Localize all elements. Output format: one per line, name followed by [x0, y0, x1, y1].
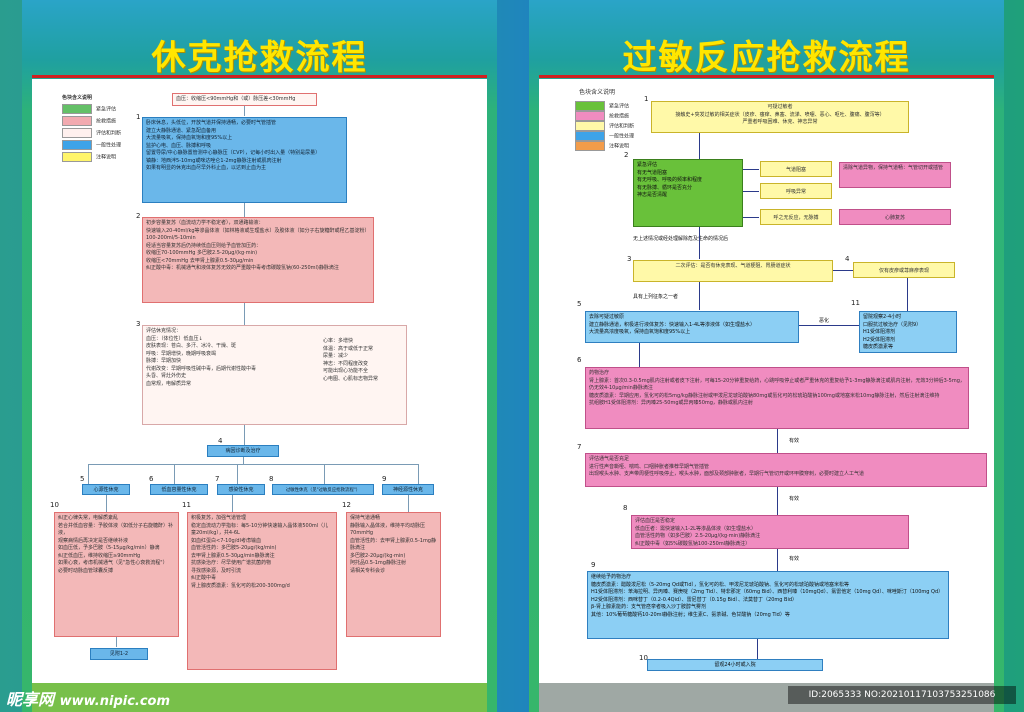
right-step-number-5: 5	[577, 300, 582, 308]
right-box5: 去除可疑过敏原建立静脉通道，积极进行液体复苏：快速输入1-4L等渗液体（如生理盐…	[585, 311, 799, 343]
right-breathing-abnormal: 呼吸异常	[760, 183, 832, 199]
left-legend-item-1: 抢救措施	[62, 116, 116, 126]
left-legend-item-0: 紧急评估	[62, 104, 116, 114]
right-box1: 可疑过敏者接触史+突发过敏的相关症状（皮疹、瘙痒、鼻塞、流涕、喷嚏、恶心、呕吐、…	[651, 101, 909, 133]
left-bottom-bar	[32, 683, 487, 712]
left-panel: 休克抢救流程 色块含义说明 紧急评估 抢救措施 评估和判断 一般性处理 注释说明…	[22, 0, 497, 712]
left-legend-title: 色块含义说明	[62, 95, 93, 101]
right-step-number-6: 6	[577, 356, 582, 364]
left-step-number-6: 6	[149, 475, 154, 483]
left-step-number-8: 8	[269, 475, 274, 483]
left-type-septic: 感染性休克	[217, 484, 265, 495]
right-box2-assessment: 紧急评估有无气道阻塞有无呼吸、呼吸的频率和程度有无脉搏、循环是否充分神志是否清醒	[633, 159, 743, 227]
left-type-hypovolemic: 低血容量性休克	[150, 484, 208, 495]
left-step-number-3: 3	[136, 320, 141, 328]
right-step-number-9: 9	[591, 561, 596, 569]
right-cpr: 心肺复苏	[839, 209, 951, 225]
right-step-number-7: 7	[577, 443, 582, 451]
right-box4-rash-only: 仅有皮疹或荨麻疹表现	[853, 262, 955, 278]
left-step-number-2: 2	[136, 212, 141, 220]
left-step-number-10: 10	[50, 501, 59, 509]
right-legend-title: 色块含义说明	[579, 89, 616, 96]
right-airway-action: 清除气道异物，保持气道畅：气管切开或插管	[839, 162, 951, 188]
right-no-pulse: 呼之无反应，无脉搏	[760, 209, 832, 225]
id-tag: ID:2065333 NO:20210117103753251086	[788, 686, 1016, 704]
left-step3-box: 评估休克情况： 血压：（体位性）低血压↓皮肤表现：苍白、多汗、冰冷、干燥、斑呼吸…	[142, 325, 407, 425]
right-box10-admission: 留观24小时或入院	[647, 659, 823, 671]
left-title: 休克抢救流程	[151, 38, 368, 78]
right-worse-label: 恶化	[819, 318, 830, 324]
right-sheet: 色块含义说明 紧急评估 抢救措施 评估和判断 一般性处理 注释说明 1 可疑过敏…	[539, 79, 994, 683]
left-legend-item-4: 注释说明	[62, 152, 116, 162]
right-box3-secondary-assessment: 二次评估：是否有休克表现、气道梗阻、胃肠道症状	[633, 260, 833, 282]
right-legend-item-1: 抢救措施	[575, 111, 629, 121]
right-step-number-2: 2	[624, 151, 629, 159]
left-legend-item-3: 一般性处理	[62, 140, 121, 150]
left-step-number-9: 9	[382, 475, 387, 483]
left-legend-item-2: 评估和判断	[62, 128, 121, 138]
left-type-neurogenic: 神经源性休克	[382, 484, 434, 495]
right-legend-item-4: 注释说明	[575, 141, 629, 151]
right-bottom-bar	[539, 683, 994, 712]
right-step-number-1: 1	[644, 95, 649, 103]
left-step1-box: 卧床休息，头低位，开放气道并保持通畅，必要时气管插管建立大静脉通道、紧急配血备用…	[142, 117, 347, 203]
left-step-number-5: 5	[80, 475, 85, 483]
right-effective-label-2: 有效	[789, 496, 800, 502]
right-legend-item-3: 一般性处理	[575, 131, 634, 141]
right-legend-item-2: 评估和判断	[575, 121, 634, 131]
right-box9-continued-drugs: 继续给予药物治疗糖皮质激素：醋酸泼尼松（5-20mg Qd或Tid），氢化可的松…	[587, 571, 949, 639]
right-box8-blood-pressure: 评估血压是否稳定低血压者：需快速输入1-2L等渗晶体液（如生理盐水）血管活性药物…	[631, 515, 909, 549]
left-step11-box: 积极复苏，加强气道管理稳定血流动力学指标：每5-10分钟快速输入晶体液500ml…	[187, 512, 337, 670]
left-step0-criteria: 血压：收缩压<90mmHg和（或）脉压差<30mmHg	[172, 93, 317, 106]
right-any-sign-label: 具有上列征象之一者	[633, 294, 679, 300]
left-step-number-11: 11	[182, 501, 191, 509]
left-step-number-12: 12	[342, 501, 351, 509]
left-title-divider	[32, 75, 487, 78]
watermark: 昵享网 www.nipic.com	[6, 690, 171, 709]
right-step-number-4: 4	[845, 255, 850, 263]
right-effective-label-1: 有效	[789, 438, 800, 444]
left-step10-box: 纠正心律失常，电解质紊乱若合并低血容量：予胶体液（如低分子右旋糖酐）补液，观察病…	[54, 512, 179, 637]
right-step-number-8: 8	[623, 504, 628, 512]
right-airway-obstruction: 气道阻塞	[760, 161, 832, 177]
right-note3: 无上述情况或经处理解除危及生命的情况后	[633, 236, 729, 242]
left-type-cardiogenic: 心源性休克	[82, 484, 130, 495]
right-panel: 过敏反应抢救流程 色块含义说明 紧急评估 抢救措施 评估和判断 一般性处理 注释…	[529, 0, 1004, 712]
right-step-number-11: 11	[851, 299, 860, 307]
right-step-number-10: 10	[639, 654, 648, 662]
left-step-number-7: 7	[215, 475, 220, 483]
left-step2-box: 初步容量复苏（血流动力学不稳定者），双通路输液：快速输入20-40ml/kg等渗…	[142, 217, 374, 303]
left-step-number-1: 1	[136, 113, 141, 121]
right-title: 过敏反应抢救流程	[622, 38, 911, 78]
left-step4-box: 病因诊断及治疗	[207, 445, 279, 457]
right-effective-label-3: 有效	[789, 556, 800, 562]
right-legend-item-0: 紧急评估	[575, 101, 629, 111]
left-sheet: 色块含义说明 紧急评估 抢救措施 评估和判断 一般性处理 注释说明 血压：收缩压…	[32, 79, 487, 683]
right-box7-ventilation: 评估通气是否充足进行性声音嘶哑、喘鸣、口咽肿胀者推荐早期气管插管出现喉头水肿、支…	[585, 453, 987, 487]
right-step-number-3: 3	[627, 255, 632, 263]
right-title-divider	[539, 75, 994, 78]
left-step-number-4: 4	[218, 437, 223, 445]
right-box6-drug-therapy: 药物治疗肾上腺素：首次0.3-0.5mg肌内注射或者皮下注射，可每15-20分钟…	[585, 367, 969, 429]
left-type-anaphylactic: 过敏性休克（见"过敏反应抢救流程"）	[272, 484, 374, 495]
left-see-appendix: 见附1-2	[90, 648, 148, 660]
